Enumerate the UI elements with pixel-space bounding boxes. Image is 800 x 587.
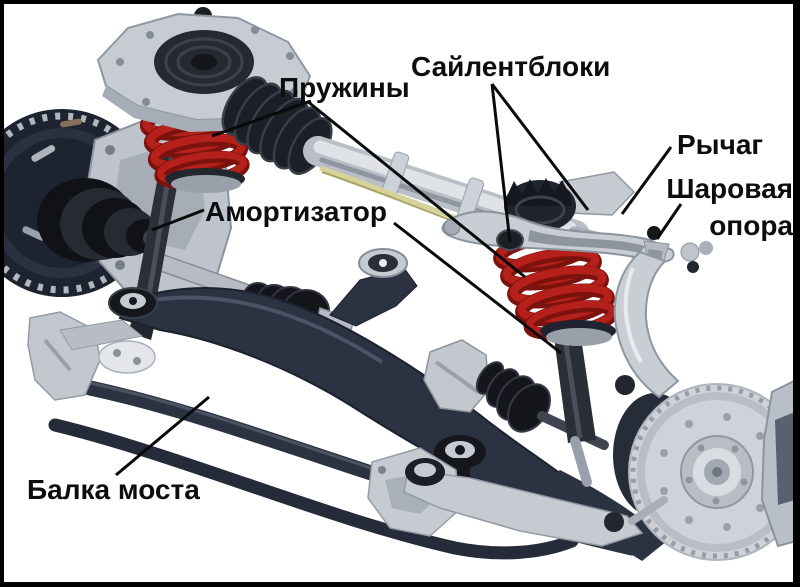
label-axle-beam: Балка моста [27,474,200,505]
right-steering-knuckle [613,250,680,399]
ball-joint [643,226,713,273]
leader-springs-left [211,99,312,138]
steering-rack-boot [221,76,333,175]
left-mounting-brackets [27,311,156,401]
leader-ball-joint [655,203,683,240]
label-ball-joint: Шаровая опора [666,173,793,242]
leader-silentblock-right [490,83,590,211]
label-silent-blocks: Сайлентблоки [411,51,611,82]
lower-control-arm [403,458,668,547]
wheel-hub [680,435,754,509]
label-control-arm: Рычаг [677,129,764,160]
leader-axle-beam [115,395,210,477]
steering-rack [221,76,652,263]
label-springs: Пружины [279,72,410,103]
leader-silentblock-left [490,83,512,243]
leader-shock-left [151,208,205,232]
leader-springs-right [306,99,526,279]
leader-shock-right [393,221,562,355]
leader-control-arm [620,146,673,215]
right-brake-disc [613,376,800,561]
label-shock-absorber: Амортизатор [205,196,387,227]
